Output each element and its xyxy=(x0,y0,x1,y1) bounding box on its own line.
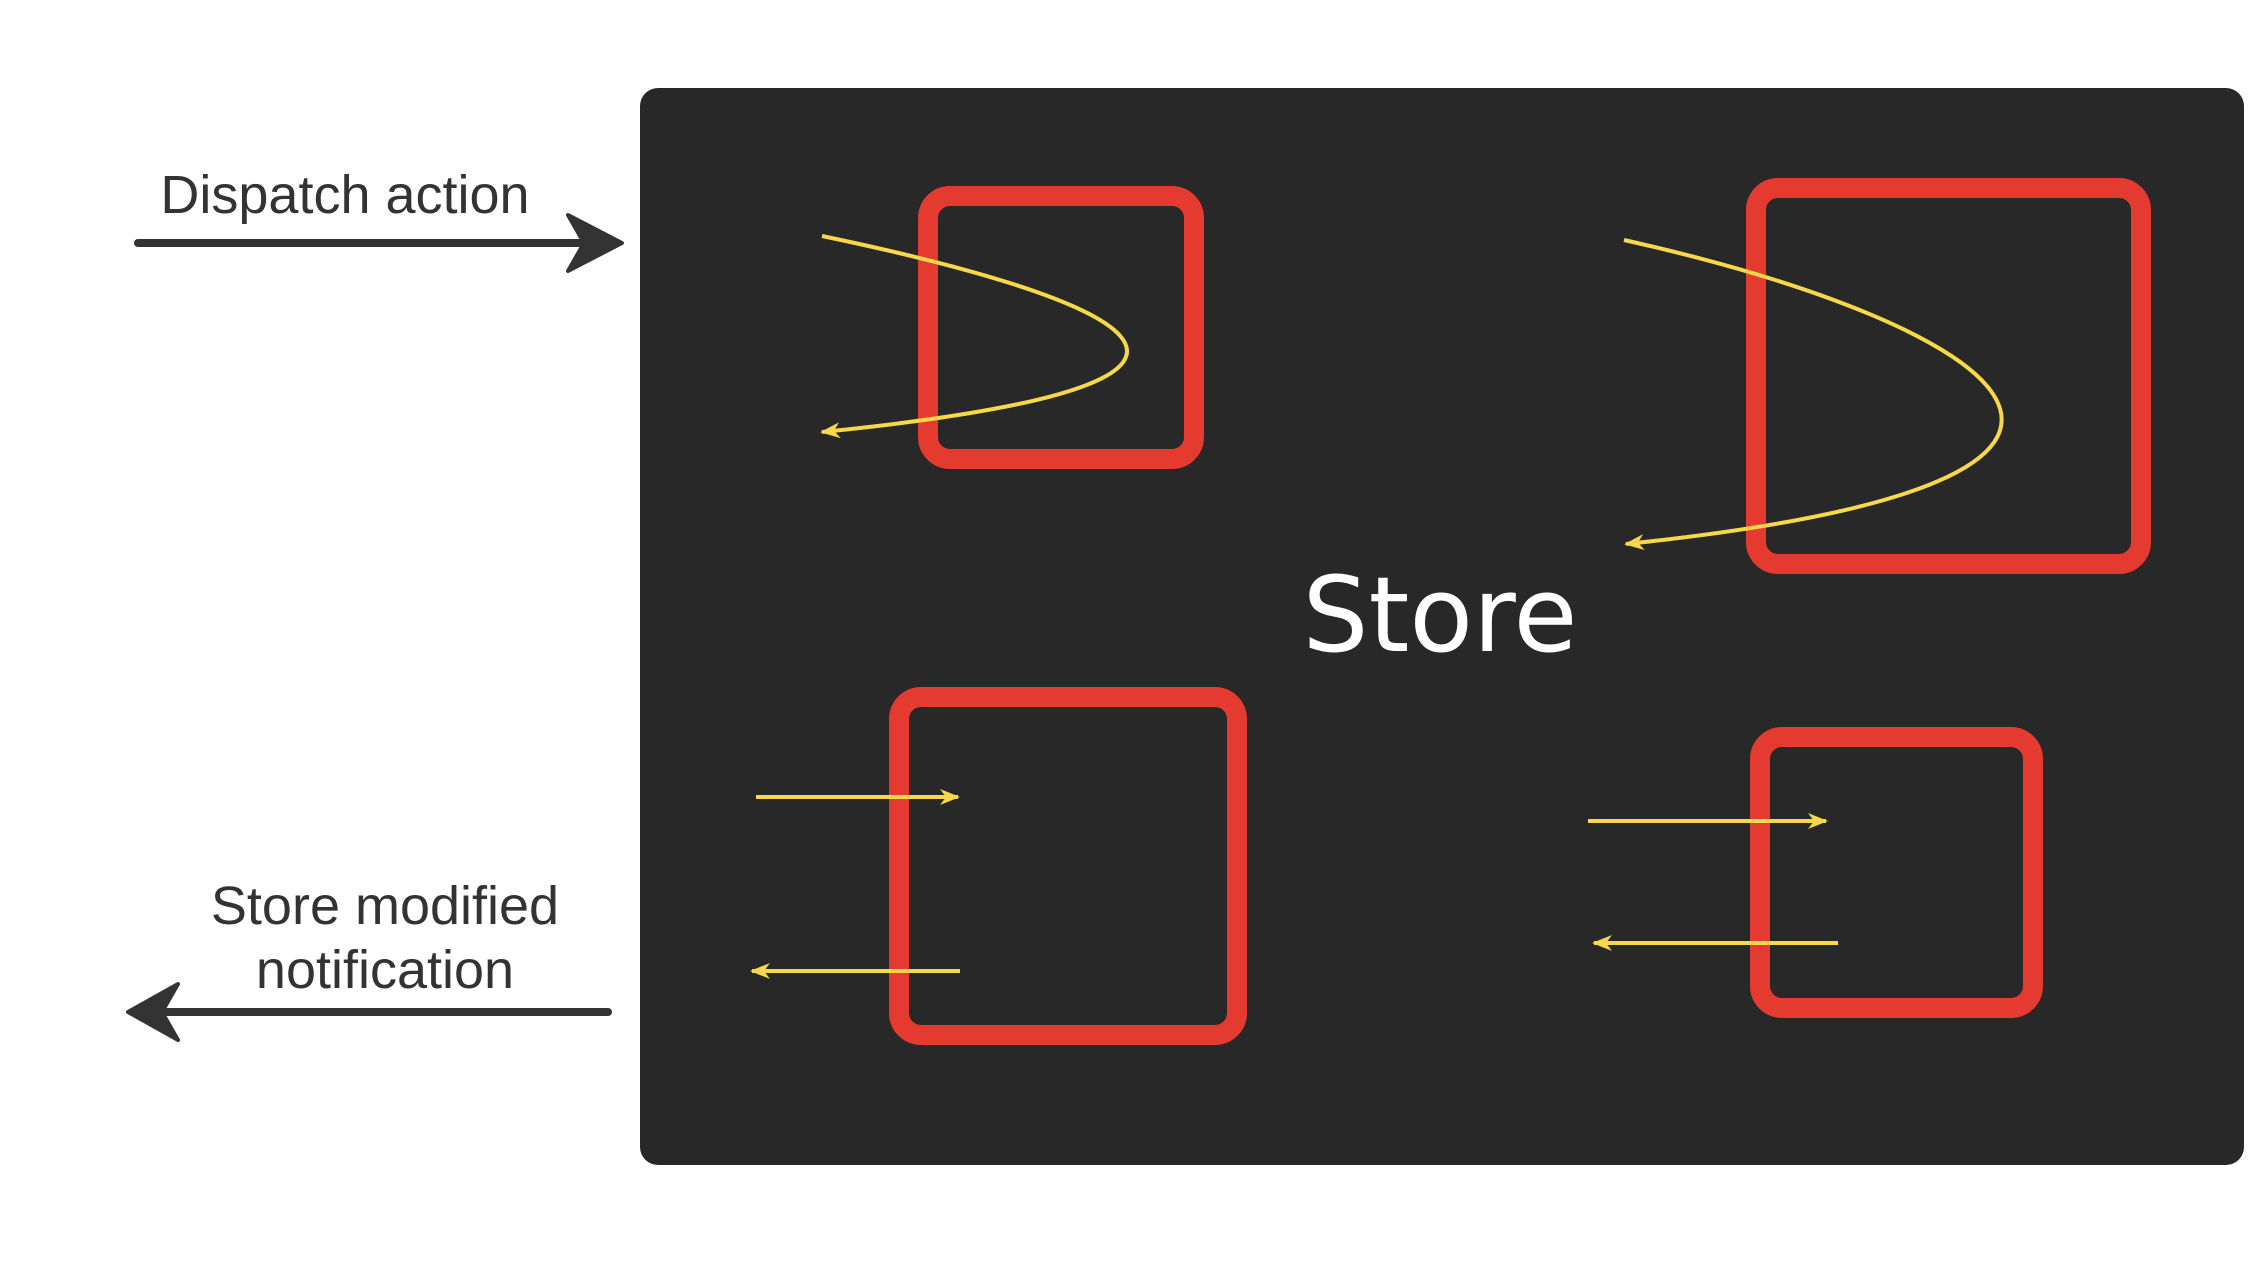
store-modified-notification-arrow xyxy=(126,982,612,1042)
component-box-bottom-right xyxy=(1750,727,2043,1018)
store-title: Store xyxy=(1302,554,1578,676)
component-box-top-left xyxy=(918,186,1204,469)
dispatch-action-arrow xyxy=(134,213,624,273)
flow-arrow-curve-top-left xyxy=(820,234,1129,439)
notification-label-line-1: Store modified xyxy=(210,876,560,936)
store-modified-notification-label: Store modified notification xyxy=(150,874,620,1002)
dispatch-action-label: Dispatch action xyxy=(160,165,530,225)
component-box-top-right xyxy=(1746,178,2151,574)
component-box-bottom-left xyxy=(889,687,1247,1045)
flow-arrow-curve-top-right xyxy=(1623,238,2004,551)
notification-label-line-2: notification xyxy=(255,940,515,1000)
store-container xyxy=(640,88,2244,1165)
